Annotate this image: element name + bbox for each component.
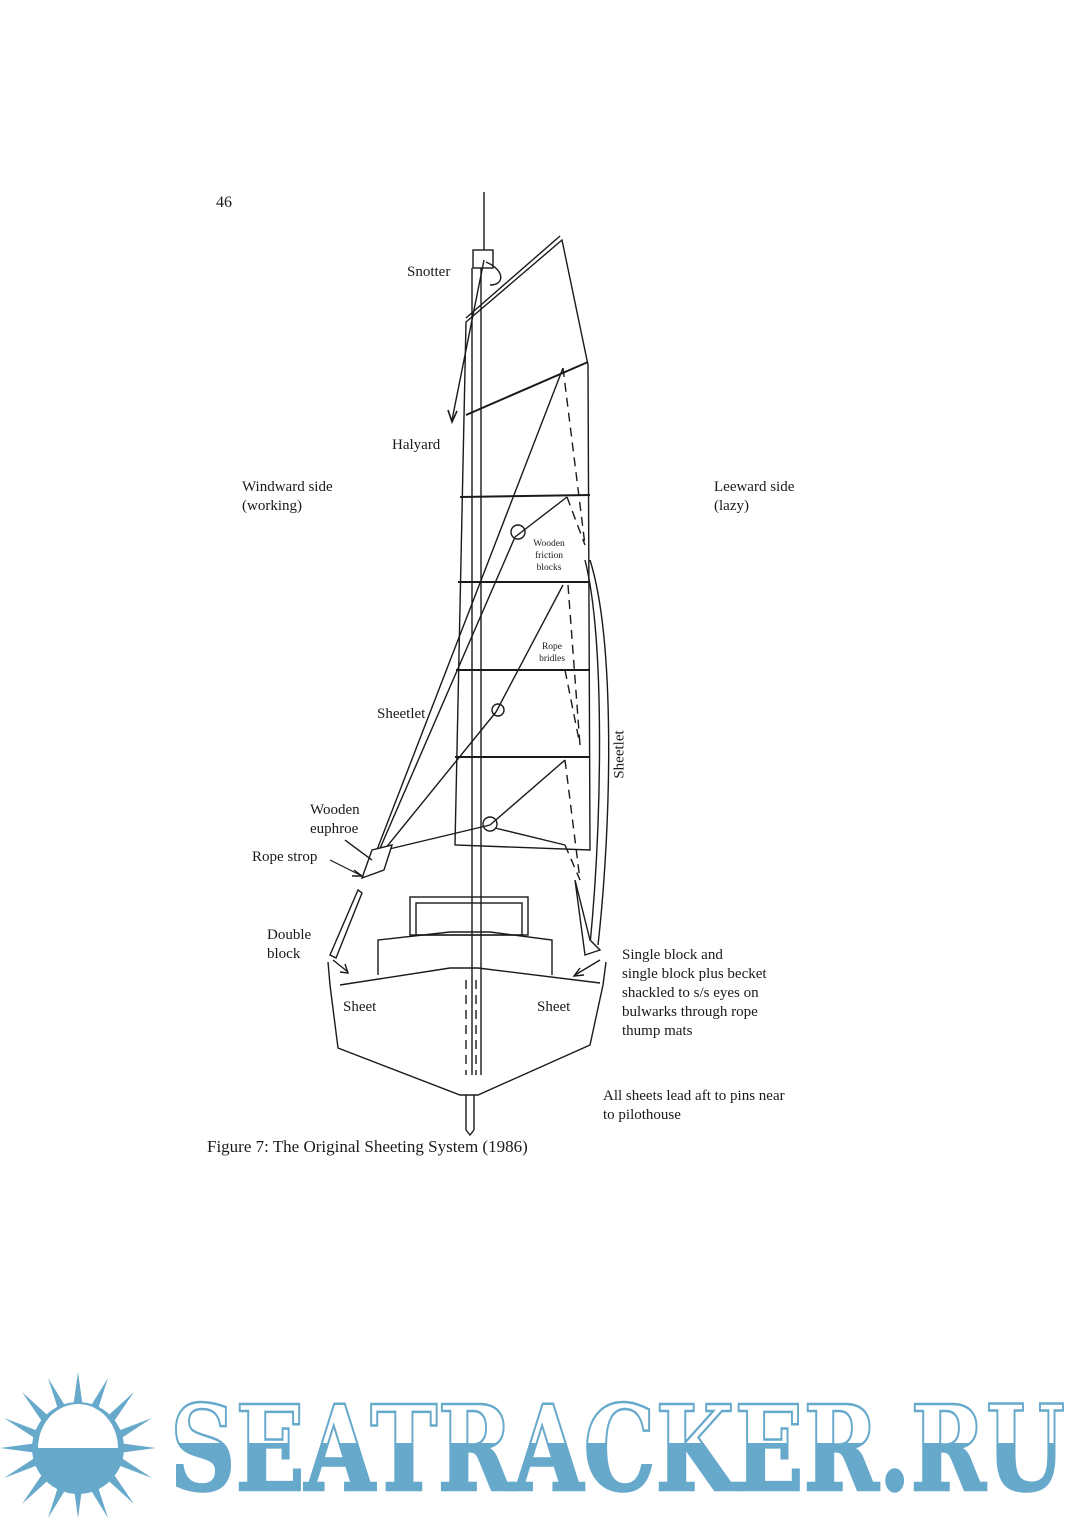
hull (327, 896, 607, 1096)
label-friction-blocks: Wooden friction blocks (533, 539, 565, 573)
label-sheet-windward: Sheet (343, 999, 377, 1015)
label-wooden-euphroe: Wooden euphroe (310, 802, 360, 837)
label-sheet-leeward: Sheet (537, 999, 571, 1015)
label-windward-side: Windward side (working) (242, 479, 333, 514)
lazy-sheetlets (465, 367, 586, 1075)
label-rope-strop: Rope strop (252, 849, 318, 865)
label-snotter: Snotter (407, 264, 451, 280)
label-rope-bridles: Rope bridles (539, 642, 565, 664)
seatracker-watermark-logo: SEATRACKER.RU (0, 1372, 1066, 1519)
mast (465, 192, 494, 1137)
working-sheetlets (329, 367, 568, 959)
label-sheetlet-windward: Sheetlet (377, 706, 426, 722)
label-sheetlet-leeward: Sheetlet (611, 730, 628, 779)
figure-caption: Figure 7: The Original Sheeting System (… (207, 1137, 528, 1156)
label-double-block: Double block (267, 927, 312, 962)
label-single-block: Single block and single block plus becke… (622, 947, 767, 1039)
halyard-and-snotter (447, 259, 502, 425)
label-leeward-side: Leeward side (lazy) (714, 479, 795, 514)
watermark-text: SEATRACKER.RU (170, 1379, 1065, 1518)
sheeting-system-diagram (327, 192, 610, 1137)
label-all-sheets: All sheets lead aft to pins near to pilo… (603, 1088, 785, 1123)
label-halyard: Halyard (392, 437, 441, 453)
page-number: 46 (216, 194, 232, 211)
sail (454, 235, 591, 851)
lazy-sheet-lead (572, 559, 610, 977)
sun-icon (0, 1372, 156, 1518)
